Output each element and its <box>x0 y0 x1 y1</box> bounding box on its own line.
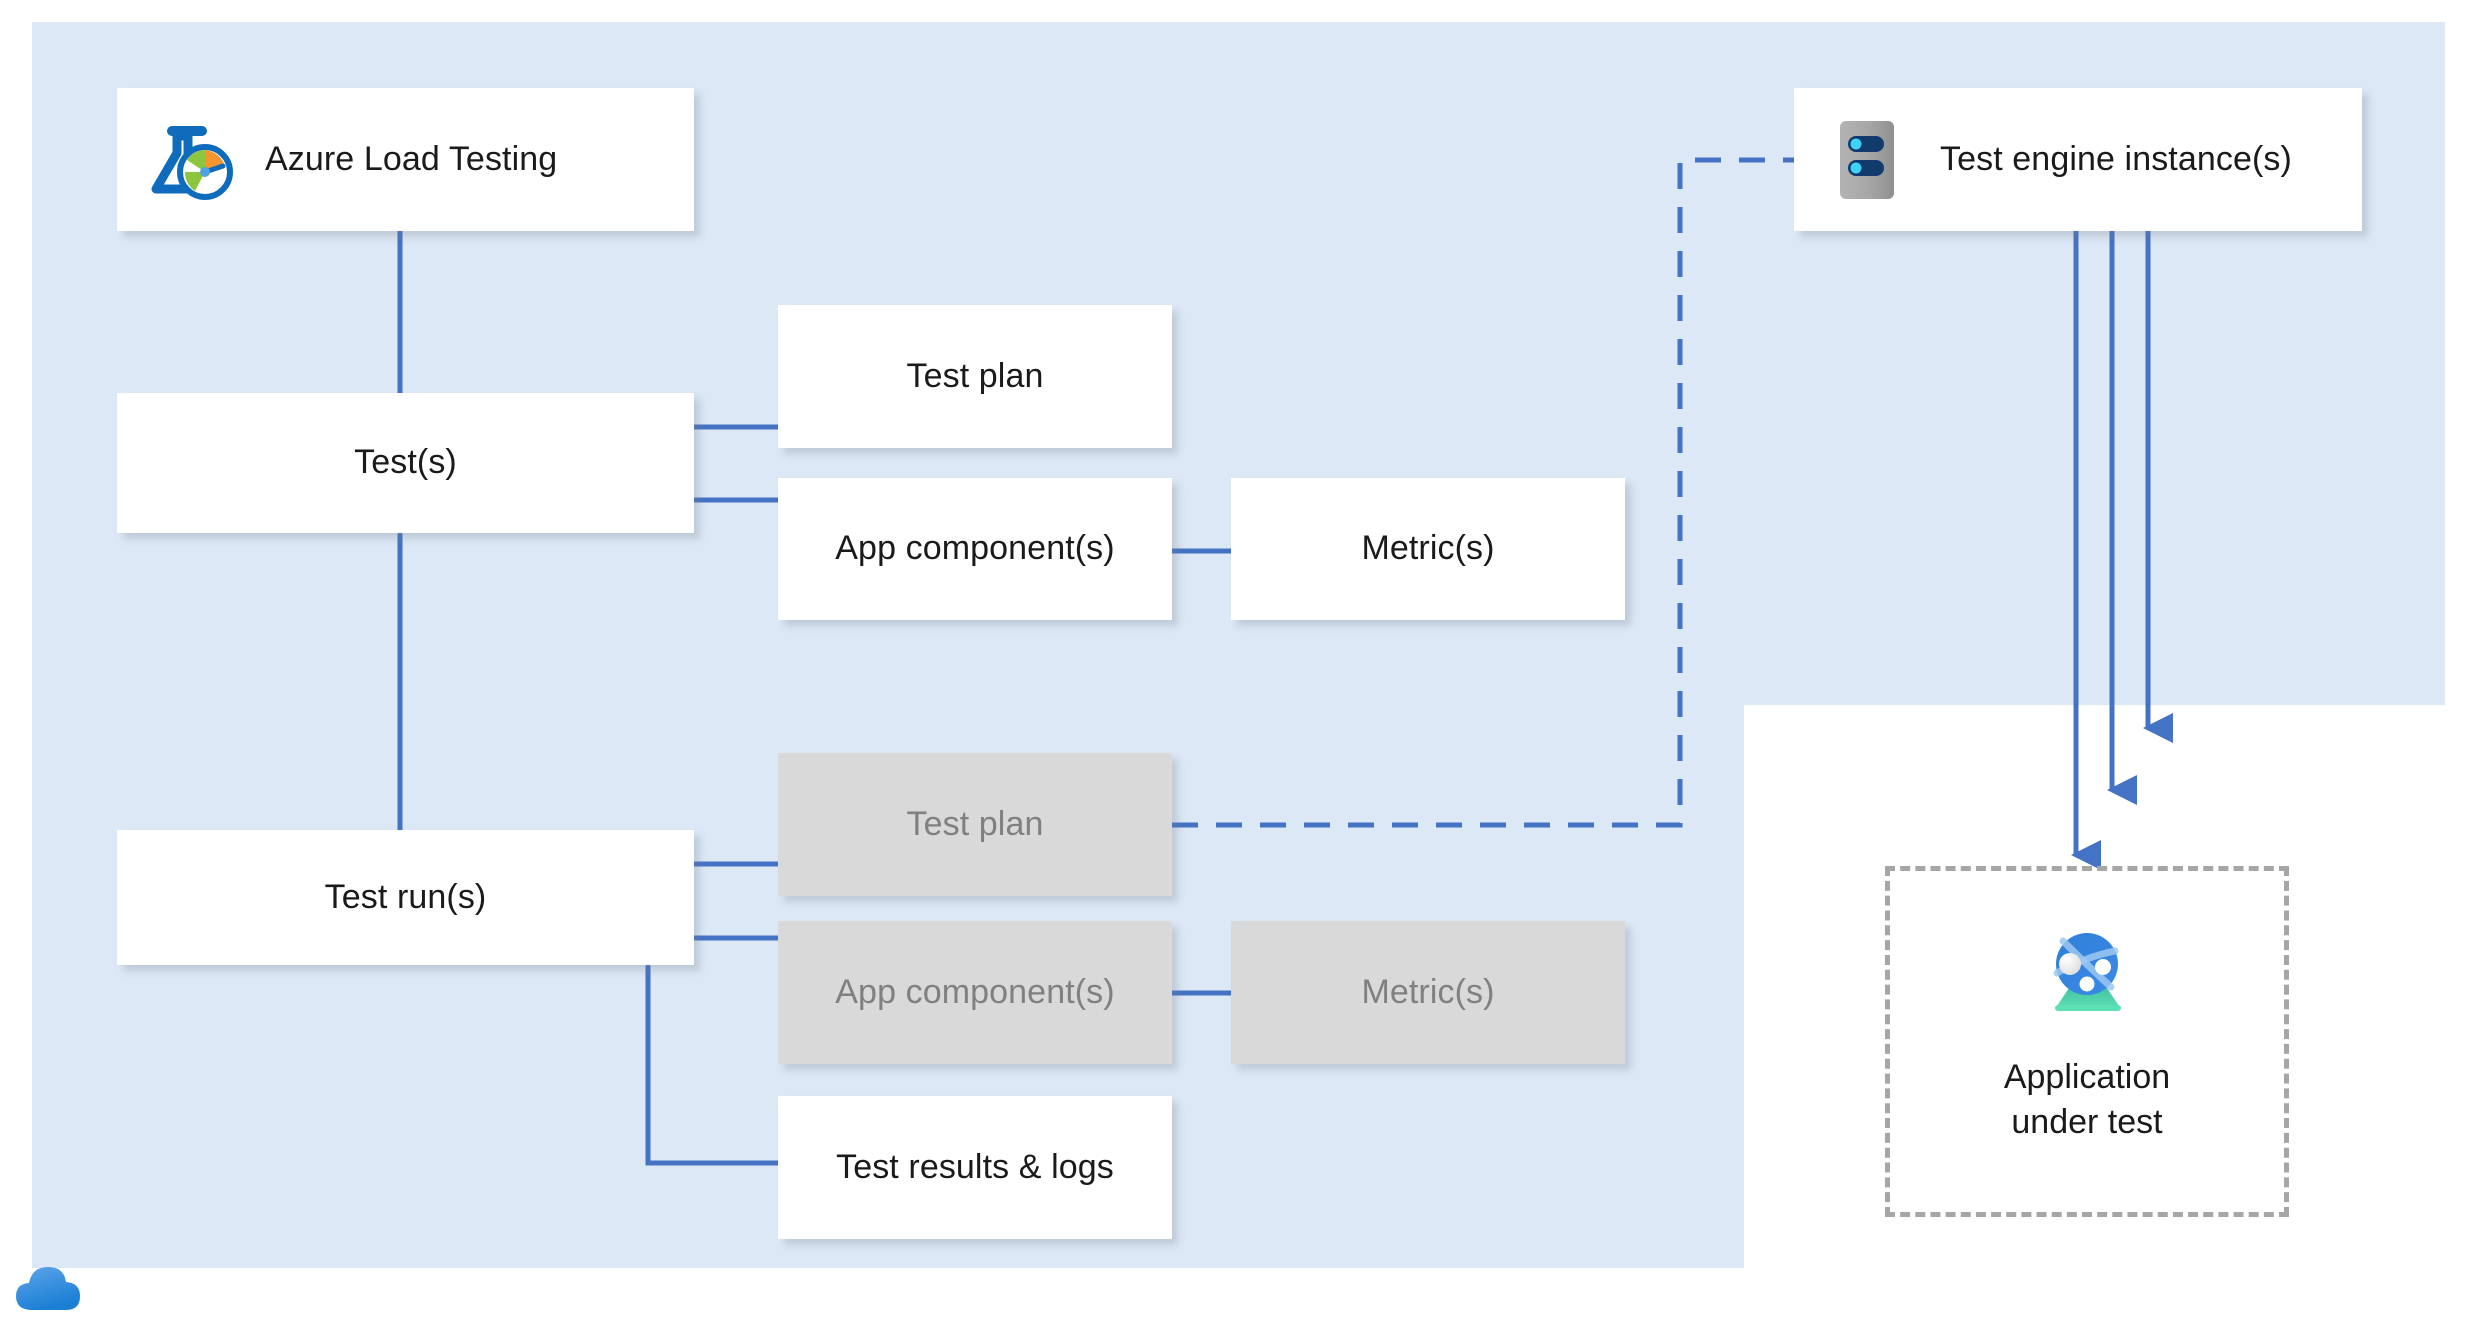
node-test-plan-run[interactable]: Test plan <box>778 753 1172 896</box>
node-test-engine[interactable]: Test engine instance(s) <box>1794 88 2362 231</box>
node-test-results-logs[interactable]: Test results & logs <box>778 1096 1172 1239</box>
node-metrics[interactable]: Metric(s) <box>1231 478 1625 620</box>
node-test-runs-label: Test run(s) <box>324 877 487 916</box>
flask-gauge-icon <box>147 117 233 203</box>
azure-cloud-logo <box>14 1262 86 1314</box>
node-metrics-run[interactable]: Metric(s) <box>1231 921 1625 1064</box>
node-app-components-label: App component(s) <box>835 529 1115 568</box>
node-test-engine-label: Test engine instance(s) <box>1940 139 2292 178</box>
node-test-plan[interactable]: Test plan <box>778 305 1172 448</box>
node-app-components[interactable]: App component(s) <box>778 478 1172 620</box>
node-azure-load-testing-label: Azure Load Testing <box>265 139 558 178</box>
node-azure-load-testing[interactable]: Azure Load Testing <box>117 88 694 231</box>
node-metrics-label: Metric(s) <box>1361 529 1495 568</box>
node-test-plan-run-label: Test plan <box>906 804 1044 843</box>
node-test-runs[interactable]: Test run(s) <box>117 830 694 965</box>
node-tests[interactable]: Test(s) <box>117 393 694 533</box>
node-app-components-run[interactable]: App component(s) <box>778 921 1172 1064</box>
node-application-under-test-label: Application under test <box>2003 1058 2171 1141</box>
node-test-results-logs-label: Test results & logs <box>836 1147 1114 1186</box>
node-app-components-run-label: App component(s) <box>835 972 1115 1011</box>
node-test-plan-label: Test plan <box>906 356 1044 395</box>
server-instances-icon <box>1836 117 1898 203</box>
node-application-under-test[interactable]: Application under test <box>1885 866 2289 1217</box>
node-metrics-run-label: Metric(s) <box>1361 972 1495 1011</box>
globe-network-icon <box>2037 921 2137 1017</box>
node-tests-label: Test(s) <box>354 443 457 482</box>
